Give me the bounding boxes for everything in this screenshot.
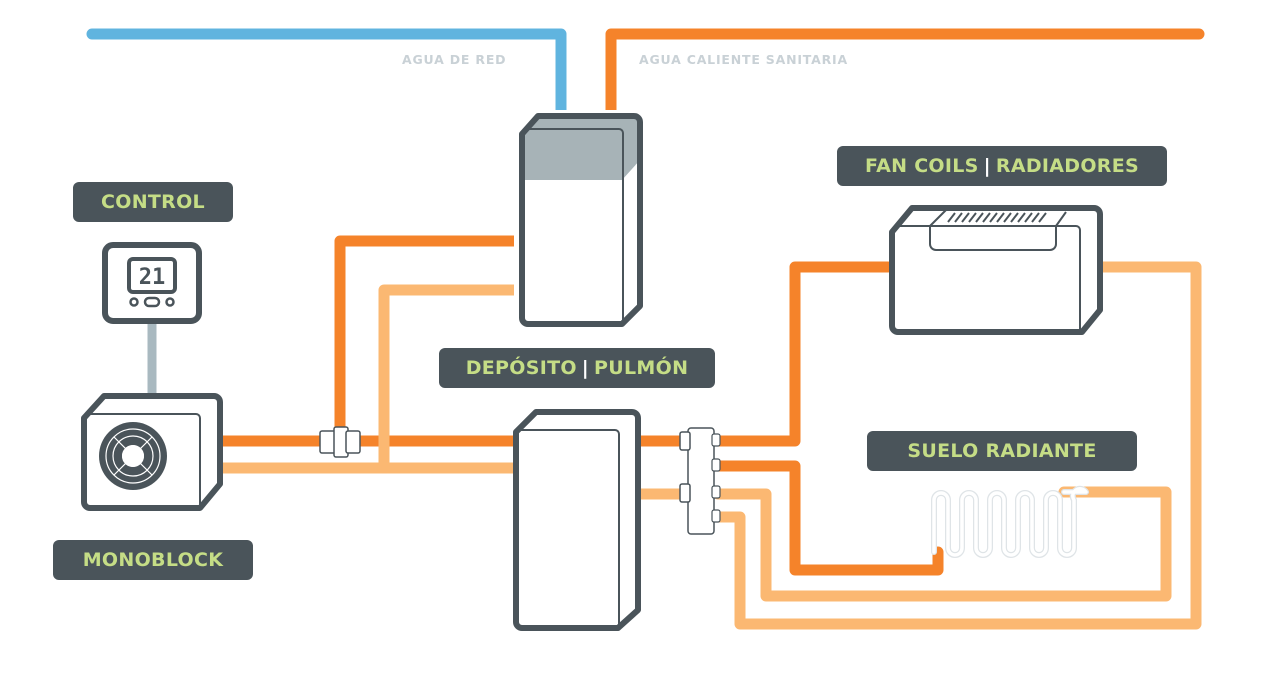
buffer-tank-label: DEPÓSITO | PULMÓN [439,348,715,388]
buffer-tank-label-part2: PULMÓN [594,357,689,379]
thermostat: 21 [102,242,202,324]
manifold [679,427,721,535]
fan-icon [99,422,167,490]
underfloor-label: SUELO RADIANTE [867,431,1137,471]
label-separator: | [581,357,590,379]
mains-water-label: AGUA DE RED [402,52,507,67]
fan-coils-label-part2: RADIADORES [995,155,1140,177]
fancoil-return-pipe [712,261,1202,630]
mains-water-pipe [86,28,567,124]
fan-coils-label: FAN COILS | RADIADORES [837,146,1167,186]
monoblock-label-text: MONOBLOCK [82,549,224,571]
underfloor-label-text: SUELO RADIANTE [907,440,1097,462]
fan-coil-unit [889,205,1103,335]
label-separator: | [983,155,991,177]
underfloor-supply-pipe [712,460,944,576]
thermostat-display: 21 [139,265,166,290]
buffer-tank [513,409,641,631]
dhw-tank [514,110,646,330]
dhw-pipe [605,28,1205,124]
underfloor-coil [931,485,1089,558]
dhw-tank-return-pipe [378,284,520,474]
vent-grille [947,212,1047,223]
control-label: CONTROL [73,182,233,222]
fancoil-supply-pipe [712,261,894,447]
buffer-tank-label-part1: DEPÓSITO [465,357,577,379]
dhw-label: AGUA CALIENTE SANITARIA [639,52,848,67]
control-label-text: CONTROL [101,191,205,213]
underfloor-return-pipe [712,486,1172,602]
monoblock-label: MONOBLOCK [53,540,253,580]
fan-coils-label-part1: FAN COILS [864,155,979,177]
monoblock-unit [81,393,223,511]
diverter-valve [319,426,361,458]
dhw-tank-supply-pipe [334,235,520,436]
